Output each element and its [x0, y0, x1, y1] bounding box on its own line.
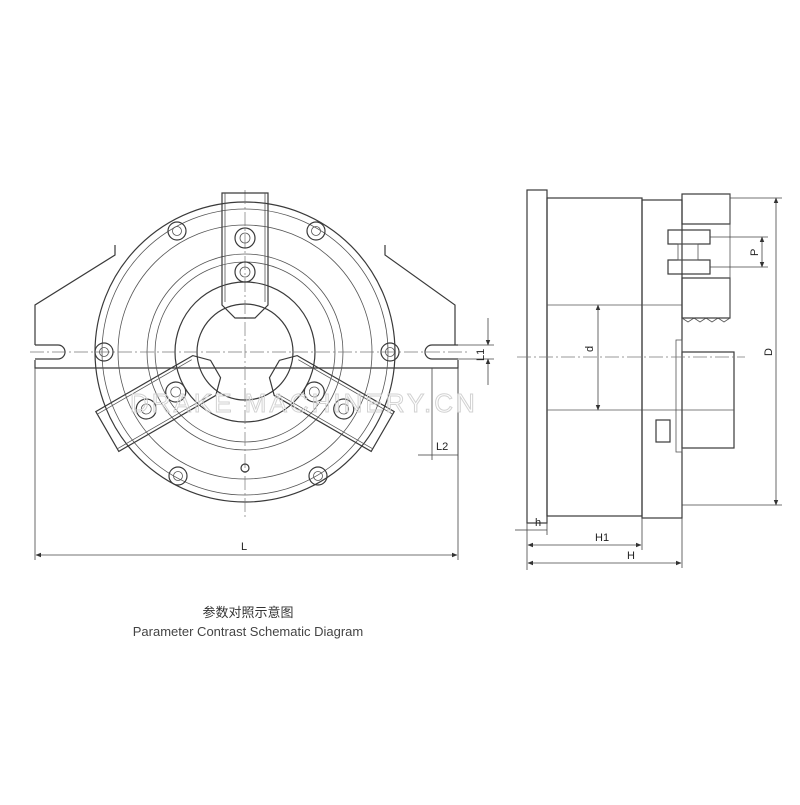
label-h: h: [535, 517, 541, 529]
label-H: H: [627, 550, 635, 562]
jaw-lower-left: [94, 354, 222, 453]
label-d: d: [584, 346, 596, 352]
jaw-lower-right: [268, 354, 396, 453]
front-view: L L1 L2: [30, 190, 494, 560]
side-view: d P D h H1: [515, 189, 782, 570]
base-slot-right: [424, 344, 458, 360]
caption-chinese: 参数对照示意图: [202, 606, 294, 621]
label-D: D: [763, 348, 775, 356]
side-jaw-block: [655, 339, 735, 453]
mounting-bolts: [94, 221, 400, 486]
dimension-h: h: [515, 516, 548, 570]
watermark: DRAKE MACHINERY.CN: [130, 388, 478, 418]
label-L2: L2: [436, 441, 448, 453]
label-H1: H1: [595, 532, 609, 544]
label-P: P: [749, 249, 761, 256]
label-L1: L1: [475, 349, 487, 361]
side-flange: [526, 189, 548, 524]
dimension-L1: L1: [458, 318, 494, 385]
label-L: L: [241, 541, 247, 553]
dimension-P: P: [710, 236, 768, 268]
side-jaw-section: [667, 193, 731, 323]
caption-english: Parameter Contrast Schematic Diagram: [132, 624, 364, 639]
dimension-H1: H1: [527, 518, 643, 550]
dimension-D: D: [682, 197, 782, 506]
base-plate: [34, 245, 459, 369]
dimension-L2: L2: [418, 368, 459, 460]
jaw-top: [221, 192, 269, 319]
dimension-d: d: [584, 304, 601, 411]
dimension-H: H: [527, 518, 683, 568]
